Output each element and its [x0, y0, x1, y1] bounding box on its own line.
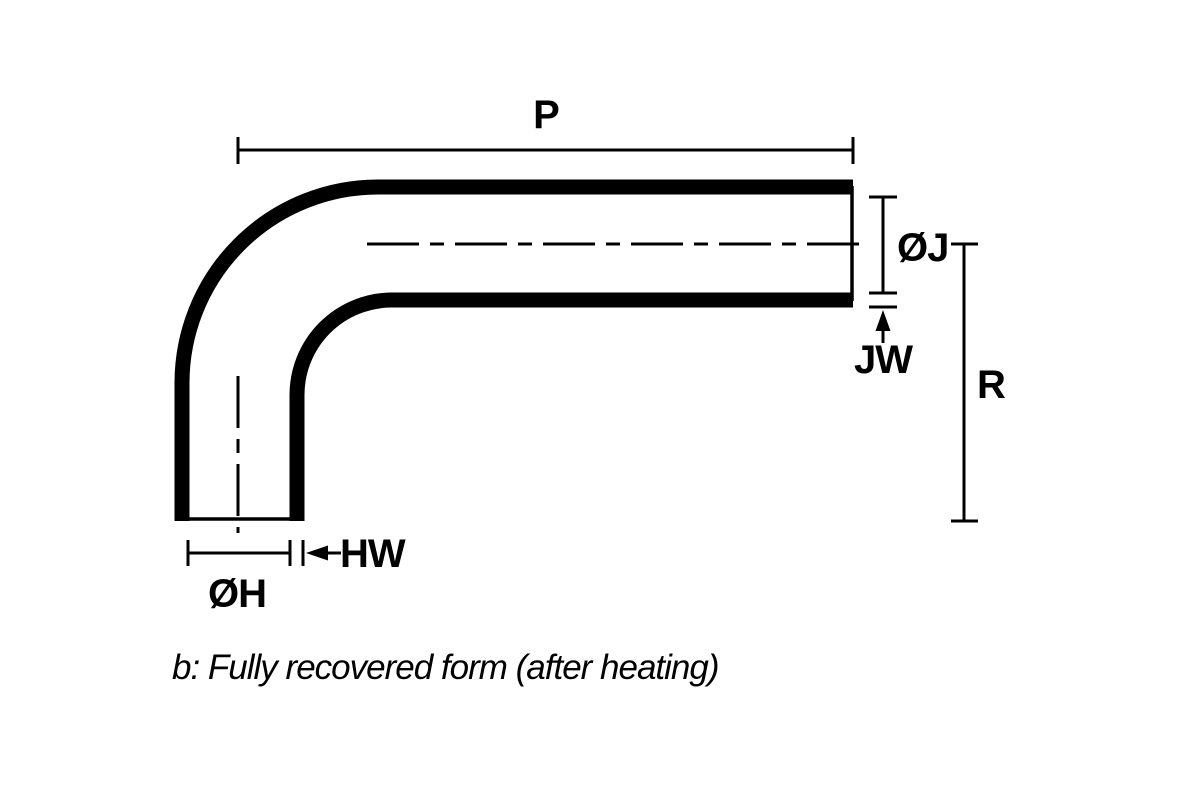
- hw-arrow-left-icon: [306, 545, 328, 561]
- dim-label-r: R: [977, 363, 1006, 407]
- dim-label-jw: JW: [854, 338, 913, 382]
- dim-label-oh: ØH: [208, 572, 266, 616]
- dim-label-oj: ØJ: [897, 226, 948, 270]
- tube-inner-wall: [289, 292, 853, 521]
- jw-arrow-up-icon: [875, 310, 891, 331]
- tube-outer-wall: [174, 179, 853, 521]
- dim-label-hw: HW: [340, 532, 406, 576]
- dim-label-p: P: [533, 93, 559, 137]
- figure-caption: b: Fully recovered form (after heating): [172, 648, 719, 687]
